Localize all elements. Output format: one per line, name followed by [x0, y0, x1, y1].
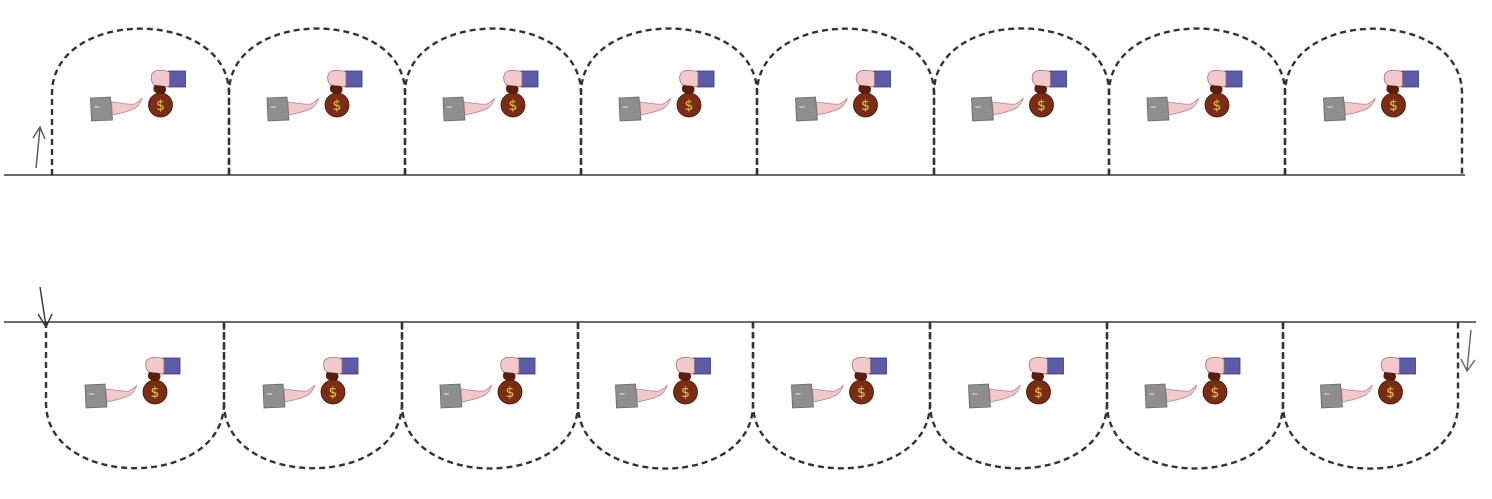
- hand-giving-money-bag-icon: $: [320, 356, 359, 405]
- top-arch: $: [403, 27, 583, 175]
- top-arch: $: [932, 27, 1111, 175]
- dashed-arch: [932, 27, 1111, 175]
- dashed-arch: [1283, 27, 1464, 175]
- hand-giving-money-bag-icon: $: [497, 356, 536, 405]
- hand-receiving-icon: [1146, 96, 1200, 122]
- hand-receiving-icon: [1323, 96, 1376, 122]
- bottom-arch: $: [576, 322, 755, 470]
- money-symbol: $: [156, 98, 165, 114]
- dashed-arch: [576, 322, 755, 470]
- money-symbol: $: [329, 385, 338, 401]
- top-arch: $: [1283, 27, 1464, 175]
- money-symbol: $: [1034, 385, 1043, 401]
- money-symbol: $: [506, 385, 515, 401]
- bottom-arch: $: [44, 322, 226, 470]
- top-arch: $: [227, 27, 407, 175]
- dashed-arch: [1107, 27, 1287, 175]
- top-row: $ $ $ $ $ $ $ $: [4, 27, 1465, 176]
- down-arrow-icon: [37, 286, 53, 329]
- hand-receiving-icon: [971, 96, 1024, 122]
- hand-receiving-icon: [615, 383, 668, 409]
- dashed-arch: [227, 27, 407, 175]
- hand-receiving-icon: [262, 383, 316, 409]
- hand-receiving-icon: [442, 96, 496, 122]
- dashed-arch: [403, 27, 583, 175]
- dashed-arch: [44, 322, 226, 470]
- money-symbol: $: [857, 385, 866, 401]
- hand-receiving-icon: [90, 96, 143, 122]
- bottom-arch: $: [222, 322, 404, 470]
- arrows: [32, 125, 1476, 373]
- hand-giving-money-bag-icon: $: [1378, 356, 1416, 405]
- top-arch: $: [579, 27, 759, 175]
- hand-giving-money-bag-icon: $: [853, 69, 891, 118]
- top-arch: $: [50, 27, 231, 175]
- bottom-row: $ $ $ $ $ $ $ $: [4, 321, 1476, 470]
- hand-receiving-icon: [84, 383, 138, 409]
- money-symbol: $: [861, 98, 870, 114]
- top-arch: $: [755, 27, 936, 175]
- money-symbol: $: [681, 385, 690, 401]
- money-symbol: $: [685, 98, 694, 114]
- hand-giving-money-bag-icon: $: [148, 69, 186, 118]
- dashed-arch: [751, 322, 932, 470]
- money-symbol: $: [1211, 385, 1220, 401]
- up-arrow-icon: [32, 125, 46, 169]
- hand-receiving-icon: [266, 96, 320, 122]
- hand-receiving-icon: [1320, 383, 1373, 409]
- dashed-arch: [1105, 322, 1285, 470]
- hand-receiving-icon: [1144, 383, 1198, 409]
- hand-giving-money-bag-icon: $: [1026, 356, 1064, 405]
- dashed-arch: [579, 27, 759, 175]
- bottom-arch: $: [1105, 322, 1285, 470]
- hand-giving-money-bag-icon: $: [673, 356, 711, 405]
- hand-giving-money-bag-icon: $: [324, 69, 363, 118]
- money-symbol: $: [1213, 98, 1222, 114]
- money-symbol: $: [1389, 98, 1398, 114]
- money-symbol: $: [333, 98, 342, 114]
- hand-giving-money-bag-icon: $: [849, 356, 887, 405]
- money-symbol: $: [1037, 98, 1046, 114]
- dashed-arch: [928, 322, 1109, 470]
- dashed-arch: [1281, 322, 1460, 470]
- hand-giving-money-bag-icon: $: [500, 69, 539, 118]
- dashed-arch: [755, 27, 936, 175]
- money-symbol: $: [151, 385, 160, 401]
- bottom-arch: $: [1281, 322, 1460, 470]
- dashed-arch: [222, 322, 404, 470]
- hand-giving-money-bag-icon: $: [1202, 356, 1241, 405]
- dashed-arch: [400, 322, 580, 470]
- hand-giving-money-bag-icon: $: [1381, 69, 1419, 118]
- hand-receiving-icon: [791, 383, 844, 409]
- hand-receiving-icon: [795, 96, 848, 122]
- top-arch: $: [1107, 27, 1287, 175]
- hand-giving-money-bag-icon: $: [676, 69, 715, 118]
- bottom-arch: $: [928, 322, 1109, 470]
- hand-giving-money-bag-icon: $: [1029, 69, 1067, 118]
- hand-receiving-icon: [618, 96, 672, 122]
- bottom-arch: $: [751, 322, 932, 470]
- hand-receiving-icon: [968, 383, 1021, 409]
- money-symbol: $: [1386, 385, 1395, 401]
- hand-giving-money-bag-icon: $: [1204, 69, 1243, 118]
- down-arrow-icon: [1460, 329, 1476, 373]
- money-symbol: $: [509, 98, 518, 114]
- dashed-arch: [50, 27, 231, 175]
- bottom-arch: $: [400, 322, 580, 470]
- hand-giving-money-bag-icon: $: [142, 356, 181, 405]
- hand-receiving-icon: [439, 383, 493, 409]
